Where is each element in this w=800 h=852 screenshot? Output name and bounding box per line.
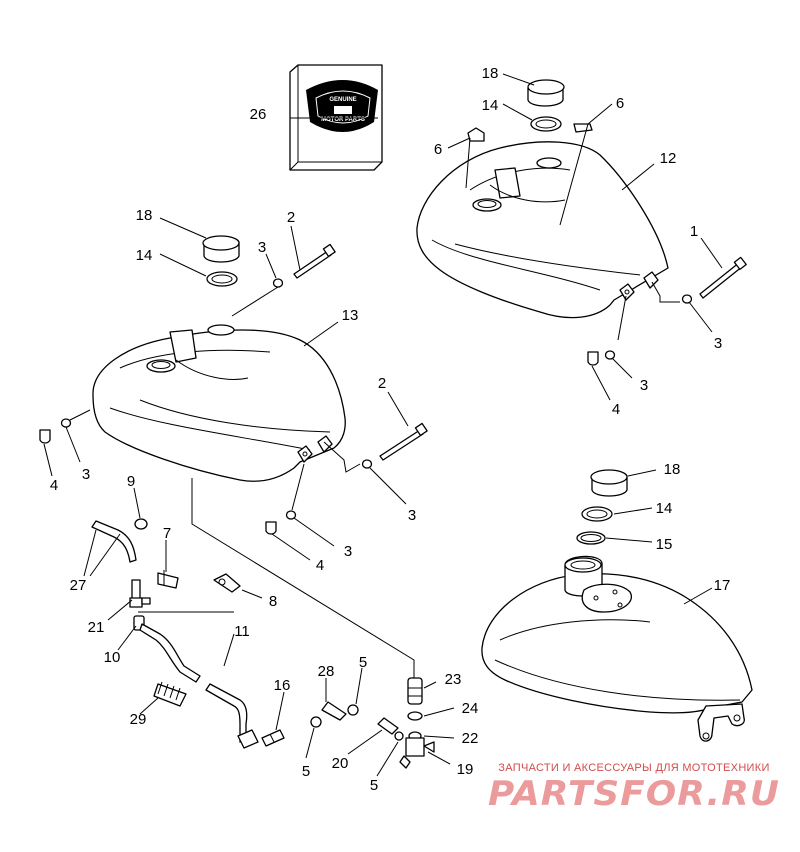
callout-18: 18 [664, 461, 681, 478]
callout-5: 5 [359, 654, 367, 671]
bolt-2-upper [293, 243, 336, 279]
bolt-2-lower [379, 422, 428, 461]
clip-5-b [310, 716, 322, 728]
callout-6: 6 [434, 141, 442, 158]
washer-24 [407, 711, 423, 721]
callout-16: 16 [274, 677, 291, 694]
callout-4: 4 [612, 401, 620, 418]
callout-28: 28 [318, 663, 335, 680]
callout-29: 29 [130, 711, 147, 728]
acorn-nut-left [39, 429, 51, 444]
trim-tab-right [573, 123, 593, 133]
callout-14: 14 [656, 500, 673, 517]
callout-17: 17 [714, 577, 731, 594]
watermark-name: PARTSFOR.RU [488, 774, 780, 814]
clip-5-c [394, 731, 404, 741]
callout-4: 4 [50, 477, 58, 494]
filler-cap-left [202, 235, 240, 263]
callout-3: 3 [344, 543, 352, 560]
book-text-motor-parts: MOTOR PARTS [321, 117, 365, 123]
vent-hose [91, 520, 137, 563]
filler-cap-upper-right [527, 79, 565, 107]
spring-29 [153, 681, 187, 707]
fitting-21 [129, 579, 151, 608]
callout-27: 27 [70, 577, 87, 594]
callout-7: 7 [163, 525, 171, 542]
callout-4: 4 [316, 557, 324, 574]
gasket-lower-right [581, 506, 613, 522]
hose-20 [377, 717, 399, 735]
watermark-tagline: ЗАПЧАСТИ И АКСЕССУАРЫ ДЛЯ МОТОТЕХНИКИ [498, 762, 769, 774]
callout-3: 3 [82, 466, 90, 483]
gasket-left [206, 271, 238, 287]
filler-cap-lower-right [590, 469, 628, 497]
callout-2: 2 [287, 209, 295, 226]
clip-7 [157, 570, 179, 589]
fuel-line-11 [139, 623, 259, 749]
washer-left-bottom [285, 510, 297, 520]
callout-3: 3 [714, 335, 722, 352]
callout-18: 18 [136, 207, 153, 224]
callout-3: 3 [640, 377, 648, 394]
leader-lines [43, 73, 723, 777]
filter-23 [407, 677, 423, 705]
callout-9: 9 [127, 473, 135, 490]
petcock-19 [399, 737, 435, 769]
callout-3: 3 [258, 239, 266, 256]
hose-28 [321, 701, 347, 721]
bolt-1 [699, 256, 747, 299]
fitting-16 [261, 729, 285, 747]
clip-5-a [347, 704, 359, 716]
callout-3: 3 [408, 507, 416, 524]
fuel-tank-left [92, 324, 346, 482]
washer-upper-right-1 [681, 294, 693, 304]
acorn-nut-upper-right [587, 351, 599, 366]
hose-clip-9 [134, 518, 148, 530]
callout-26: 26 [250, 106, 267, 123]
callout-5: 5 [302, 763, 310, 780]
callout-1: 1 [690, 223, 698, 240]
book-text-genuine: GENUINE [329, 97, 356, 103]
washer-left-top [272, 278, 284, 288]
callout-24: 24 [462, 700, 479, 717]
callout-8: 8 [269, 593, 277, 610]
callout-14: 14 [482, 97, 499, 114]
acorn-nut-left-bottom [265, 521, 277, 535]
o-ring-lower-right [576, 531, 606, 545]
callout-13: 13 [342, 307, 359, 324]
gasket-upper-right [530, 116, 562, 132]
fuel-tank-upper-right [416, 141, 669, 319]
callout-labels: 18 14 6 6 12 1 3 3 4 26 18 14 2 3 13 2 3… [50, 65, 731, 794]
callout-18: 18 [482, 65, 499, 82]
callout-11: 11 [234, 623, 250, 640]
callout-5: 5 [370, 777, 378, 794]
callout-21: 21 [88, 619, 105, 636]
callout-23: 23 [445, 671, 462, 688]
washer-left-side [60, 418, 72, 428]
washer-left-mid [361, 459, 373, 469]
callout-12: 12 [660, 150, 677, 167]
fuel-tank-lower-right [481, 555, 753, 742]
callout-14: 14 [136, 247, 153, 264]
callout-19: 19 [457, 761, 474, 778]
clamp-8 [213, 573, 241, 593]
callout-10: 10 [104, 649, 121, 666]
callout-20: 20 [332, 755, 349, 772]
callout-6: 6 [616, 95, 624, 112]
partsfor-watermark: ЗАПЧАСТИ И АКСЕССУАРЫ ДЛЯ МОТОТЕХНИКИ PA… [488, 762, 780, 814]
callout-22: 22 [462, 730, 479, 747]
callout-15: 15 [656, 536, 673, 553]
washer-upper-right-2 [604, 350, 616, 360]
callout-2: 2 [378, 375, 386, 392]
